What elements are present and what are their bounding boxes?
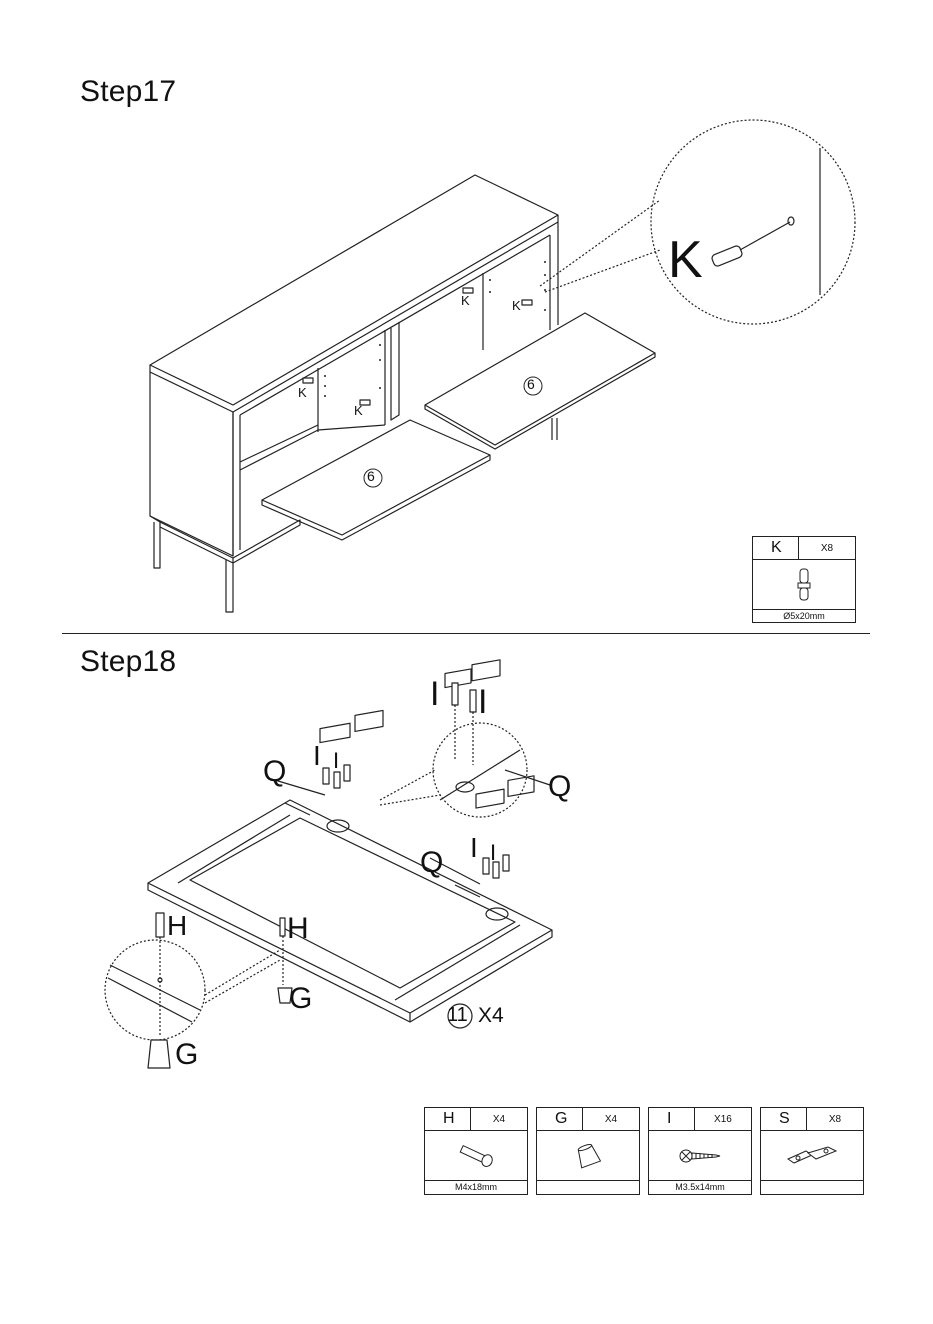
- part-qty: X16: [695, 1108, 751, 1130]
- part-letter: H: [425, 1108, 471, 1130]
- bolt-label: H: [287, 912, 309, 946]
- part-size: [537, 1181, 639, 1193]
- hinge-icon: [761, 1131, 863, 1181]
- foot-label: G: [289, 982, 312, 1016]
- part-letter: I: [649, 1108, 695, 1130]
- hinge-label: Q: [420, 846, 443, 880]
- part-box-i: I X16 M3.5x14mm: [648, 1107, 752, 1195]
- screw-label: I: [430, 675, 439, 714]
- bolt-icon: [425, 1131, 527, 1181]
- foot-label: G: [175, 1038, 198, 1072]
- hinge-label: Q: [548, 770, 571, 804]
- part-box-g: G X4: [536, 1107, 640, 1195]
- part-qty: X8: [807, 1108, 863, 1130]
- part-letter: S: [761, 1108, 807, 1130]
- part-letter: G: [537, 1108, 583, 1130]
- part-qty: X4: [583, 1108, 639, 1130]
- part-box-s: S X8: [760, 1107, 864, 1195]
- door-qty: X4: [478, 1004, 504, 1028]
- screw-icon: [649, 1131, 751, 1181]
- part-size: M3.5x14mm: [649, 1181, 751, 1193]
- door-number: 11: [447, 1004, 468, 1027]
- hinge-label: Q: [263, 755, 286, 789]
- screw-label: I: [470, 832, 478, 864]
- screw-label: I: [478, 683, 487, 722]
- part-box-h: H X4 M4x18mm: [424, 1107, 528, 1195]
- foot-icon: [537, 1131, 639, 1181]
- screw-label: I: [333, 748, 339, 774]
- screw-label: I: [490, 840, 496, 866]
- part-size: [761, 1181, 863, 1193]
- bolt-label: H: [167, 910, 187, 942]
- part-size: M4x18mm: [425, 1181, 527, 1193]
- screw-label: I: [313, 740, 321, 772]
- part-qty: X4: [471, 1108, 527, 1130]
